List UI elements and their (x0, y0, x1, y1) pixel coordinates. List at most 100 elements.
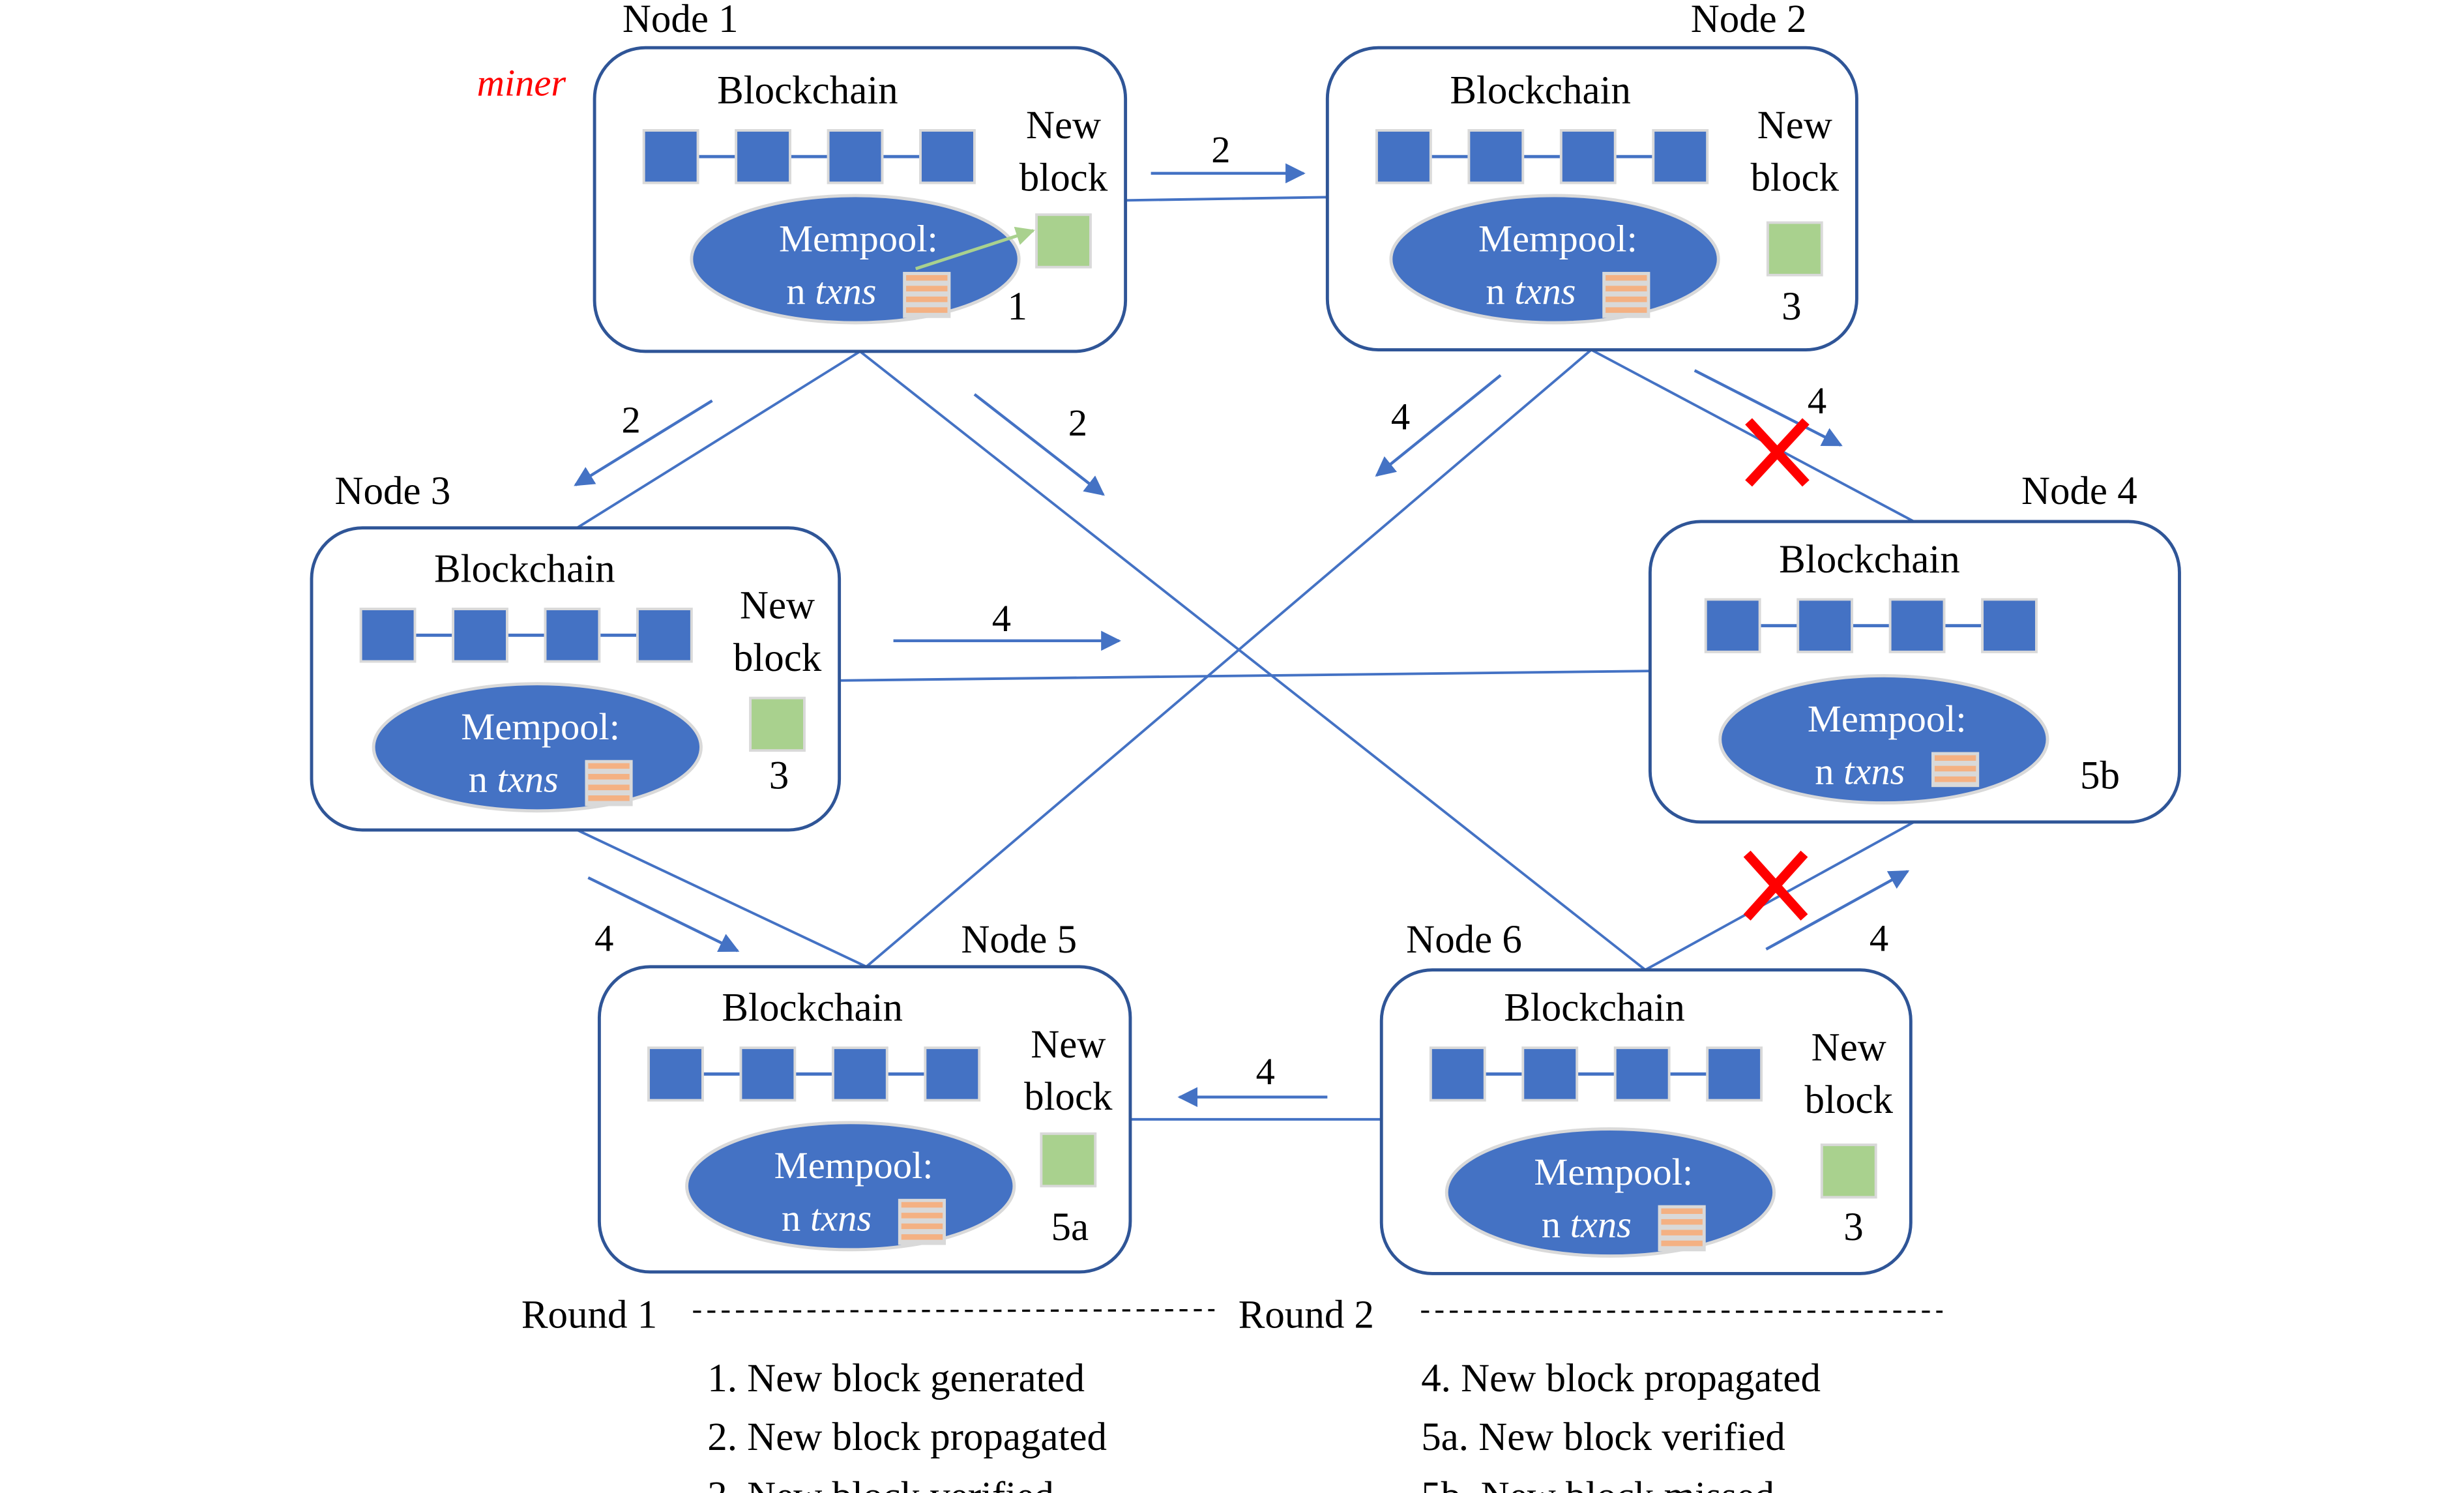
blockchain-label: Blockchain (1779, 538, 1960, 582)
transactions-icon (903, 272, 951, 318)
new-block (1035, 213, 1092, 269)
chain-block (1559, 129, 1617, 185)
arrow-node2-to-node5 (1375, 374, 1502, 477)
arrow-label: 4 (992, 597, 1011, 640)
link-node1-node3 (576, 350, 861, 529)
x-mark-icon (1743, 850, 1808, 921)
miner-label: miner (477, 61, 566, 104)
new-block-label: New (1757, 104, 1832, 147)
transactions-icon (898, 1198, 946, 1245)
step-label: 5b (2080, 754, 2120, 798)
chain-block (544, 608, 601, 663)
arrow-label: 4 (1870, 917, 1888, 959)
chain-block (1521, 1046, 1579, 1102)
chain-block (735, 129, 791, 185)
mempool-txns: txns (815, 270, 876, 312)
mempool-label: Mempool: (779, 217, 938, 259)
mempool-txns: txns (810, 1197, 872, 1239)
chain-block (827, 129, 884, 185)
arrow-node1-to-node6 (973, 393, 1105, 496)
mine-arrow (915, 226, 1035, 271)
new-block-label: block (1024, 1075, 1113, 1119)
chain-block (647, 1046, 704, 1102)
chain-block (1652, 129, 1709, 185)
link-node1-node6 (859, 350, 1647, 971)
x-mark-icon (1745, 418, 1810, 487)
mempool-label: Mempool: (461, 705, 620, 748)
link-node1-node2 (1125, 196, 1328, 202)
mempool-label: Mempool: (1478, 217, 1637, 259)
mempool-n: n (1815, 750, 1843, 792)
missed-marks (1743, 418, 1810, 921)
legend: Round 1 Round 2 1. New block generated 2… (521, 1293, 1943, 1493)
blockchain-chain (1704, 598, 2038, 653)
arrow-node2-to-node4 (1694, 369, 1843, 447)
legend-item: 5b. New block missed (1421, 1474, 1774, 1493)
mempool-txns: txns (1843, 750, 1905, 792)
mempool-n: n (782, 1197, 810, 1239)
mempool-txns: txns (1570, 1203, 1632, 1245)
round2-label: Round 2 (1239, 1293, 1374, 1337)
blockchain-label: Blockchain (1450, 69, 1631, 113)
mempool: Mempool:n txns (1718, 674, 2049, 805)
mempool-n: n (469, 758, 497, 801)
legend-item: 5a. New block verified (1421, 1415, 1785, 1459)
chain-block (1613, 1046, 1671, 1102)
link-node3-node4 (839, 670, 1650, 682)
step-label: 3 (1782, 285, 1801, 329)
mempool-label: Mempool: (774, 1144, 933, 1187)
new-block (749, 696, 806, 752)
round1-divider (693, 1308, 1215, 1313)
step-label: 3 (769, 754, 789, 798)
blockchain-label: Blockchain (717, 69, 898, 113)
link-node2-node5 (865, 349, 1592, 968)
mempool-count: n txns (782, 1197, 872, 1239)
chain-block (452, 608, 508, 663)
chain-block (1467, 129, 1525, 185)
arrow-label: 2 (1211, 128, 1230, 171)
arrow-label: 2 (1068, 402, 1087, 444)
link-node2-node4 (1591, 348, 1915, 523)
new-block (1766, 221, 1823, 276)
mempool-txns: txns (497, 758, 559, 801)
step-label: 1 (1008, 285, 1027, 329)
mempool-n: n (1486, 270, 1514, 312)
transactions-icon (1602, 272, 1650, 318)
node-title: Node 4 (2021, 469, 2137, 513)
blockchain-label: Blockchain (1504, 986, 1685, 1030)
link-node3-node5 (576, 829, 867, 968)
chain-block (642, 129, 699, 185)
mempool-count: n txns (1542, 1203, 1632, 1245)
legend-item: 2. New block propagated (707, 1415, 1107, 1459)
mempool-count: n txns (469, 758, 559, 801)
node-title: Node 3 (334, 469, 450, 513)
mempool-label: Mempool: (1534, 1151, 1693, 1193)
new-block-label: block (1805, 1078, 1894, 1122)
mempool: Mempool:n txns (1389, 194, 1720, 325)
transactions-icon (585, 760, 633, 806)
arrow-node3-to-node5 (587, 876, 740, 953)
chain-block (924, 1046, 981, 1102)
legend-item: 4. New block propagated (1421, 1357, 1821, 1400)
chain-block (359, 608, 417, 663)
legend-item: 1. New block generated (707, 1357, 1085, 1400)
arrow-label: 4 (1808, 379, 1826, 422)
new-block-label: New (1031, 1023, 1106, 1067)
blockchain-label: Blockchain (434, 548, 615, 591)
step-label: 5a (1051, 1205, 1089, 1249)
chain-block (919, 129, 976, 185)
blockchain-label: Blockchain (722, 986, 903, 1030)
arrow-label: 4 (1256, 1050, 1275, 1093)
chain-block (636, 608, 693, 663)
mempool-count: n txns (1815, 750, 1905, 792)
chain-block (831, 1046, 888, 1102)
new-block (1040, 1132, 1097, 1188)
mempool: Mempool:n txns (690, 194, 1021, 325)
new-block-label: block (1019, 156, 1108, 200)
new-block-label: New (740, 584, 815, 628)
